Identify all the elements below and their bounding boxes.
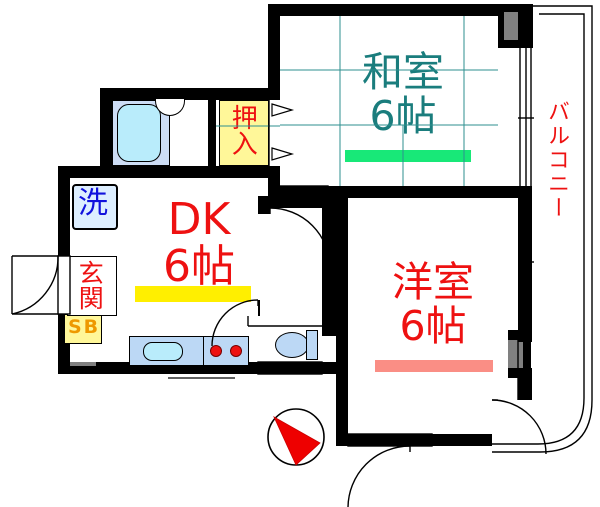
wall-yoshitsu-bottom-right [432, 434, 492, 446]
room-label-yoshitsu-line1: 洋室 [392, 258, 474, 306]
room-label-washitsu: 和室 6帖 [348, 48, 458, 140]
wall-dk-top-left [58, 166, 112, 178]
room-label-dk-line1: DK [167, 194, 231, 245]
balcony-label: バルコニー [544, 100, 569, 220]
wall-right-lower [518, 326, 532, 342]
wall-dk-left [58, 166, 70, 258]
room-yoshitsu-fill [348, 208, 508, 434]
wall-right-lower2 [518, 368, 532, 400]
washing-machine-label: 洗 [78, 186, 108, 221]
wall-right-washitsu-upper [518, 4, 532, 48]
stove-burner-left [210, 345, 222, 357]
door-yoshitsu-bottom [347, 445, 411, 507]
yoshitsu-bar [375, 360, 493, 372]
washitsu-tatami-bar [345, 150, 471, 162]
wall-toilet-bottom [248, 362, 344, 374]
room-label-washitsu-line1: 和室 [362, 48, 444, 96]
genkan-box [67, 256, 117, 316]
wall-top-washitsu [268, 4, 516, 16]
wall-bottom-washitsu-right [328, 186, 520, 198]
toilet-bowl [275, 332, 309, 358]
kitchen-sink [143, 342, 183, 361]
room-label-yoshitsu-line2: 6帖 [399, 301, 467, 350]
wall-corridor-top [258, 196, 344, 208]
wall-closet-bottom [215, 166, 280, 178]
dk-bar [135, 286, 251, 302]
stove-burner-right [230, 345, 242, 357]
toilet-tank [306, 330, 318, 360]
closet-label: 押入 [227, 104, 258, 156]
washing-machine-box[interactable] [72, 184, 118, 230]
wall-bath-bottom [100, 166, 215, 178]
bathtub [117, 104, 161, 162]
wall-bath-divider [208, 88, 216, 178]
closet-oshiire[interactable] [219, 100, 269, 166]
wall-yoshitsu-left [336, 196, 348, 446]
shoe-box-label: SB [68, 316, 101, 338]
wall-right-yoshitsu [518, 186, 532, 326]
wall-left-washitsu [268, 4, 280, 88]
wall-bath-top [100, 88, 280, 100]
kitchen-counter-divider [203, 336, 204, 366]
genkan-label: 玄関 [75, 260, 105, 310]
room-label-yoshitsu: 洋室 6帖 [378, 258, 488, 350]
door-dk-corridor [269, 207, 331, 269]
room-label-dk: DK 6帖 [144, 194, 254, 292]
compass-rose [267, 408, 325, 466]
room-label-washitsu-line2: 6帖 [369, 91, 437, 140]
wall-bath-left [100, 88, 112, 178]
room-label-dk-line2: 6帖 [163, 240, 235, 292]
